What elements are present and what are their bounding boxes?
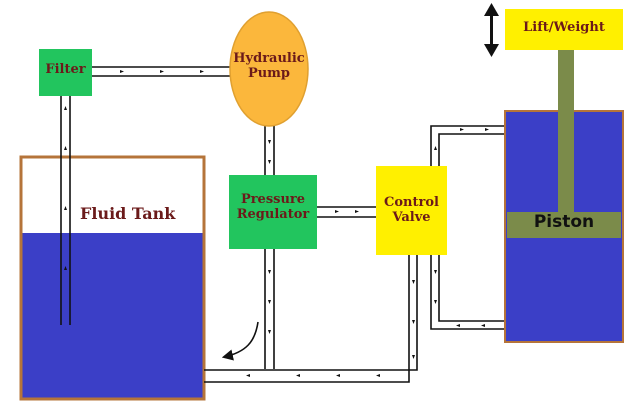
regulator-valve-pipe [317, 206, 376, 218]
flow-arrow-icon [64, 70, 489, 377]
piston-head [507, 212, 621, 238]
pump-regulator-pipe [264, 125, 275, 175]
filter-box [39, 49, 92, 96]
hydraulic-cylinder [504, 50, 624, 343]
lift-weight-box [505, 9, 623, 50]
regulator-label: Pressure Regulator [229, 192, 317, 223]
valve-cylinder-bottom-pipe [430, 255, 505, 330]
valve-label: Control Valve [376, 195, 447, 226]
double-arrow-icon [484, 3, 499, 57]
filter-label: Filter [45, 62, 86, 77]
tank-label: Fluid Tank [80, 204, 176, 223]
suction-pipe [60, 96, 71, 325]
piston-rod [558, 50, 574, 212]
hydraulic-pump [229, 11, 309, 127]
relief-pipe [264, 249, 275, 369]
pipes [60, 66, 505, 383]
return-arrow-icon [221, 321, 259, 361]
pump-label-line1: Hydraulic [233, 51, 305, 66]
pressure-regulator-box [229, 175, 317, 249]
valve-label-line1: Control [384, 195, 439, 210]
tank-outline [19, 155, 206, 401]
pump-label-line2: Pump [247, 65, 291, 81]
piston-label: Piston [533, 212, 595, 232]
return-pipe [204, 255, 418, 383]
tank-fluid [21, 233, 204, 399]
lift-label: Lift/Weight [523, 20, 605, 35]
regulator-label-line1: Pressure [240, 192, 306, 207]
fluid-tank [19, 155, 206, 401]
control-valve-box [376, 166, 447, 255]
valve-label-line2: Valve [392, 209, 431, 225]
pump-label: Hydraulic Pump [230, 51, 308, 82]
regulator-label-line2: Regulator [236, 206, 310, 222]
filter-pump-pipe [92, 66, 232, 77]
